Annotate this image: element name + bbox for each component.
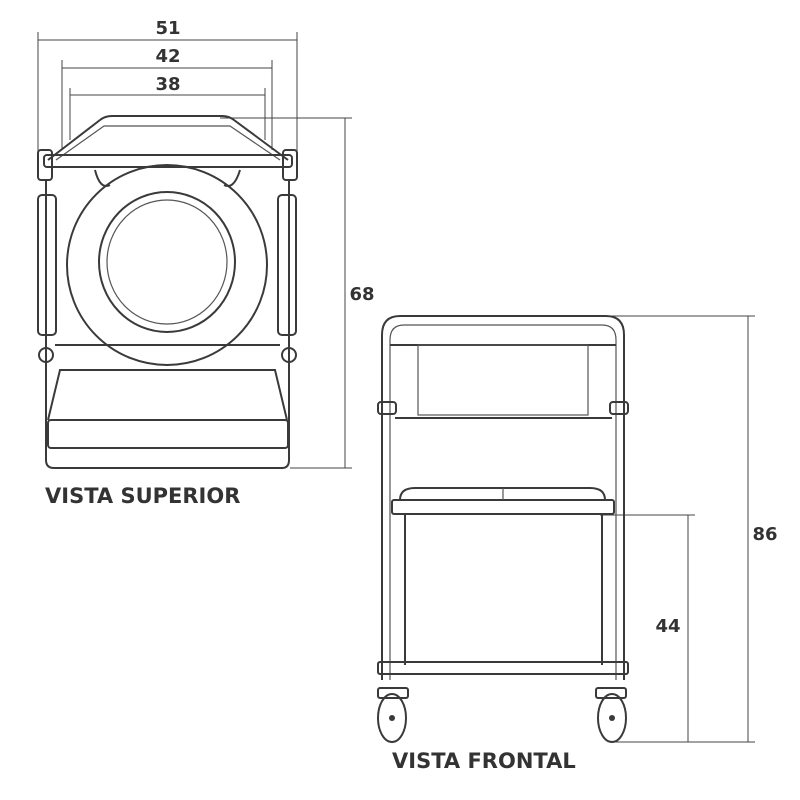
- front-view-drawing: 86 44 VISTA FRONTAL: [377, 315, 778, 773]
- dimension-86: 86: [600, 315, 778, 743]
- dimension-51: 51: [37, 18, 298, 160]
- dimension-label-51: 51: [155, 18, 180, 39]
- top-view-title: VISTA SUPERIOR: [45, 484, 240, 508]
- dimension-38: 38: [69, 74, 266, 140]
- dimension-label-42: 42: [155, 46, 180, 67]
- dimension-68: 68: [220, 117, 375, 469]
- dimension-label-38: 38: [155, 74, 180, 95]
- dimension-42: 42: [61, 46, 273, 150]
- front-view-title: VISTA FRONTAL: [392, 749, 576, 773]
- top-view-drawing: 51 42 38 68: [37, 18, 375, 508]
- dimension-label-86: 86: [752, 524, 777, 545]
- dimension-44: 44: [600, 514, 695, 742]
- dimension-label-68: 68: [349, 284, 374, 305]
- dimension-label-44: 44: [655, 616, 680, 637]
